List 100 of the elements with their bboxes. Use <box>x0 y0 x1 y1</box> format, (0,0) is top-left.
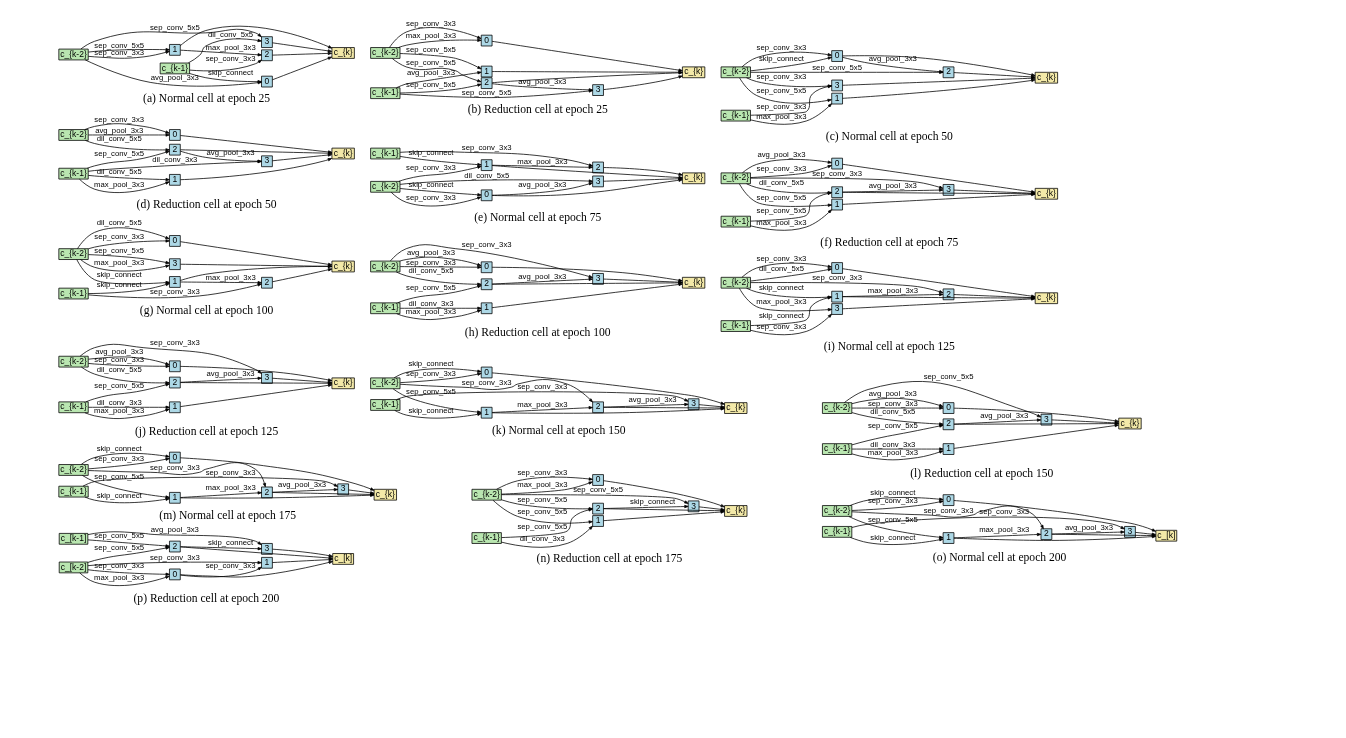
node-box: 2 <box>591 161 604 174</box>
arrow <box>841 56 943 74</box>
node-box: 1 <box>260 557 273 569</box>
edge-label: avg_pool_3x3 <box>206 368 255 378</box>
arrow <box>80 28 262 50</box>
arrow <box>495 476 593 490</box>
node-box: c_{k} <box>1034 292 1058 304</box>
arrow <box>80 452 170 465</box>
arrow <box>87 569 170 576</box>
node-box: 1 <box>168 174 181 186</box>
node-box: 2 <box>168 143 181 156</box>
node-box: 3 <box>591 273 604 285</box>
node-box-text: c_{k-2} <box>57 48 89 61</box>
arrow <box>79 259 170 272</box>
edge-label: sep_conv_5x5 <box>93 472 144 482</box>
node-box-text: c_{k-1} <box>57 485 89 498</box>
edge-label: sep_conv_3x3 <box>756 42 806 52</box>
node-box: c_{k} <box>681 66 705 79</box>
node-box: 1 <box>168 276 181 288</box>
edge-label: dil_conv_5x5 <box>96 364 142 374</box>
edge-label: max_pool_3x3 <box>755 297 807 307</box>
edge-label: sep_conv_5x5 <box>516 521 567 531</box>
node-box: 1 <box>168 44 181 56</box>
edge-label: dil_conv_3x3 <box>407 298 453 308</box>
edge-label: max_pool_3x3 <box>516 156 567 166</box>
edge-label: skip_connect <box>407 359 453 369</box>
edge-label: dil_conv_5x5 <box>758 264 804 274</box>
edge-label: sep_conv_5x5 <box>756 206 806 216</box>
label: (f) Reduction cell at epoch 75 <box>819 235 958 249</box>
node-box: 3 <box>168 258 181 270</box>
edge-label: avg_pool_3x3 <box>150 524 199 534</box>
arrow <box>399 256 481 267</box>
node-box: c_{k-2} <box>471 488 502 501</box>
node-box: 2 <box>260 49 273 62</box>
edge-label: skip_connect <box>407 179 453 189</box>
label: (o) Normal cell at epoch 200 <box>932 551 1066 565</box>
arrow <box>396 285 482 304</box>
edge-label: sep_conv_5x5 <box>756 86 806 96</box>
arrow <box>391 58 481 83</box>
node-box: c_{k} <box>681 172 705 185</box>
arrow <box>395 391 688 402</box>
edge-label: max_pool_3x3 <box>405 31 456 41</box>
node-box: 3 <box>687 500 699 513</box>
edge-label: sep_conv_3x3 <box>867 496 918 506</box>
node-box: 1 <box>168 492 181 504</box>
edge-label: skip_connect <box>96 270 142 280</box>
node-box: 3 <box>260 543 273 555</box>
edge-label: skip_connect <box>869 487 915 497</box>
arrow <box>179 49 262 57</box>
edge-label: sep_conv_3x3 <box>756 322 806 332</box>
arrow <box>87 175 170 182</box>
arrow <box>399 188 482 197</box>
node-box: c_[k] <box>331 553 354 565</box>
arrow <box>749 268 832 282</box>
label: (i) Normal cell at epoch 125 <box>823 340 955 354</box>
arrow <box>393 410 481 419</box>
node-box: c_{k} <box>681 276 705 289</box>
arrow <box>851 516 1125 530</box>
node-box: 0 <box>942 494 954 506</box>
node-box: 0 <box>168 235 181 247</box>
arrow <box>851 447 943 451</box>
edge-label: skip_connect <box>407 405 453 415</box>
edge-label: max_pool_3x3 <box>516 399 567 409</box>
arrow <box>397 38 482 48</box>
edge-label: max_pool_3x3 <box>93 257 144 267</box>
arrow <box>851 397 943 407</box>
edge-label: sep_conv_3x3 <box>149 462 200 472</box>
label: (k) Normal cell at epoch 150 <box>491 423 626 437</box>
node-box: c_{k-2} <box>369 377 400 390</box>
label: (h) Reduction cell at epoch 100 <box>464 326 611 340</box>
node-box: 3 <box>1123 526 1136 538</box>
node-box: 1 <box>830 92 843 105</box>
arrow <box>741 159 832 174</box>
node-box: c_[k-2] <box>58 561 88 574</box>
arrow <box>395 309 481 320</box>
node-box: 0 <box>942 402 954 414</box>
node-box: 1 <box>942 443 954 455</box>
arrow <box>179 263 332 268</box>
node-box: c_{k} <box>331 47 355 59</box>
arrow <box>749 313 832 336</box>
edge-label: sep_conv_5x5 <box>405 80 456 89</box>
edge-label: sep_conv_5x5 <box>405 387 456 397</box>
edge-label: max_pool_3x3 <box>405 307 456 317</box>
edge-label: sep_conv_3x3 <box>149 286 200 296</box>
node-box: c_{k-1} <box>471 532 502 544</box>
node-box: c_{k} <box>1117 417 1142 430</box>
node-box: 2 <box>168 540 181 553</box>
node-box: c_{k} <box>723 402 747 414</box>
edge-label: sep_conv_5x5 <box>93 531 144 541</box>
edge-label: avg_pool_3x3 <box>94 346 143 356</box>
edge-label: sep_conv_3x3 <box>923 505 973 515</box>
arrow <box>847 516 943 539</box>
edge-label: sep_conv_5x5 <box>756 192 806 202</box>
arrow <box>84 123 170 134</box>
node-box: c_{k} <box>1034 187 1058 200</box>
arrow <box>87 283 262 299</box>
node-box-text: c_{k-2} <box>369 47 400 59</box>
node-box: 0 <box>168 129 181 141</box>
node-box: c_{k-1} <box>720 109 751 122</box>
arrow <box>851 424 943 446</box>
